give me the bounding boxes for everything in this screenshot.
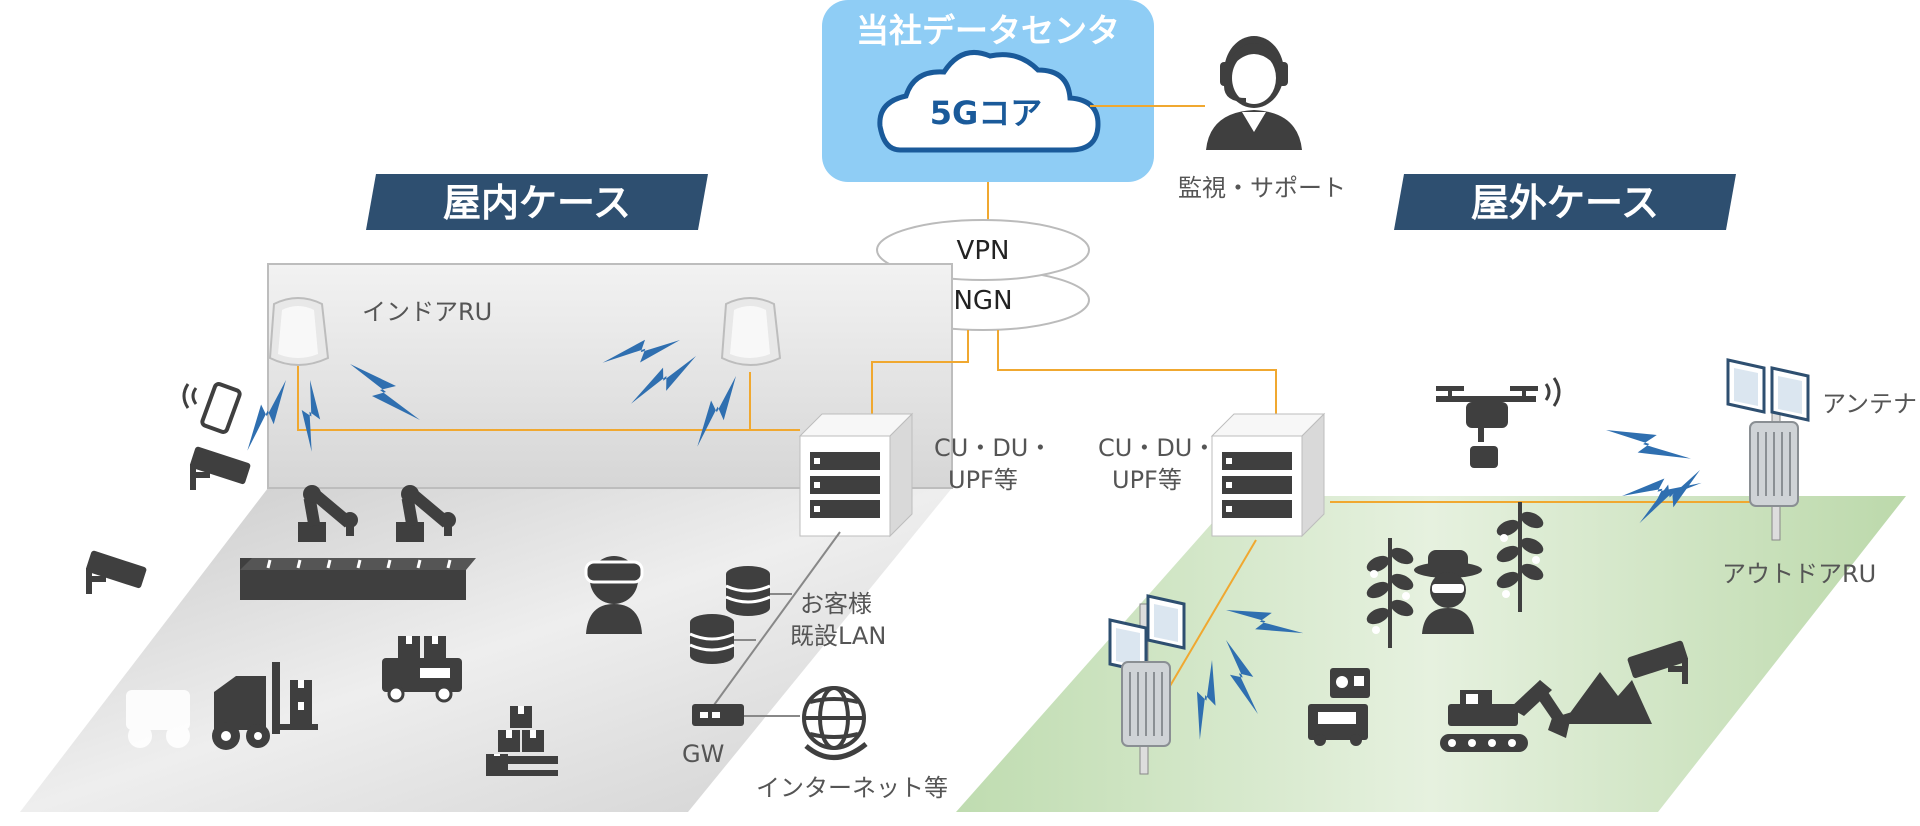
indoor-link-lines bbox=[297, 330, 969, 431]
lan-label-2: 既設LAN bbox=[790, 622, 886, 650]
cloud-icon bbox=[877, 50, 1101, 153]
outdoor-ru-device bbox=[1749, 421, 1799, 507]
outdoor-ru-label: アウトドアRU bbox=[1722, 560, 1876, 588]
indoor-server-icon bbox=[799, 413, 913, 537]
gateway-icon bbox=[692, 704, 744, 726]
antenna-icon bbox=[1146, 594, 1186, 650]
datacenter-title: 当社データセンタ bbox=[856, 11, 1120, 50]
database-icon bbox=[724, 564, 772, 618]
operator-headset-icon bbox=[1206, 36, 1302, 150]
outdoor-cu-label-2: UPF等 bbox=[1112, 466, 1182, 494]
outdoor-banner bbox=[1394, 174, 1736, 230]
ngn-label: NGN bbox=[953, 286, 1012, 316]
globe-icon bbox=[802, 686, 868, 760]
outdoor-ru-device bbox=[1121, 661, 1171, 747]
robot-arm-icon bbox=[298, 485, 456, 542]
antenna-icon bbox=[1770, 366, 1810, 422]
antenna-icon bbox=[1726, 358, 1766, 414]
core-label: 5Gコア bbox=[930, 94, 1043, 132]
database-icon bbox=[688, 612, 736, 666]
lan-label-1: お客様 bbox=[800, 590, 872, 618]
agv-cart-icon bbox=[382, 636, 462, 703]
indoor-cu-label-2: UPF等 bbox=[948, 466, 1018, 494]
gw-label: GW bbox=[682, 740, 724, 768]
excavator-icon bbox=[1440, 680, 1572, 752]
indoor-ru-left-device bbox=[269, 297, 329, 366]
indoor-banner-label: 屋内ケース bbox=[443, 181, 631, 225]
outdoor-cu-label-1: CU・DU・ bbox=[1098, 434, 1216, 462]
internet-label: インターネット等 bbox=[756, 774, 948, 802]
indoor-cu-label-1: CU・DU・ bbox=[934, 434, 1052, 462]
indoor-banner bbox=[366, 174, 708, 230]
antenna-label: アンテナ bbox=[1822, 390, 1917, 418]
vr-person-icon bbox=[584, 556, 644, 634]
support-label: 監視・サポート bbox=[1178, 174, 1346, 202]
mountain-icon bbox=[1562, 672, 1652, 724]
outdoor-link-lines bbox=[997, 330, 1770, 687]
forklift-icon bbox=[126, 662, 318, 750]
outdoor-server-icon bbox=[1211, 413, 1325, 537]
outdoor-banner-label: 屋外ケース bbox=[1471, 181, 1659, 225]
robot-icon bbox=[1308, 668, 1370, 746]
conveyor-icon bbox=[240, 558, 476, 600]
indoor-ru-label: インドアRU bbox=[362, 298, 492, 326]
outdoor-floor bbox=[956, 496, 1906, 812]
farmer-icon bbox=[1414, 550, 1482, 634]
camera-icon bbox=[189, 446, 252, 490]
smartphone-icon bbox=[182, 382, 242, 434]
vpn-label: VPN bbox=[957, 236, 1010, 266]
drone-icon bbox=[1436, 377, 1561, 468]
camera-icon bbox=[85, 550, 148, 594]
lightning-icon bbox=[1606, 406, 1691, 483]
indoor-ru-right-device bbox=[721, 297, 781, 366]
pallet-boxes-icon bbox=[486, 706, 558, 776]
